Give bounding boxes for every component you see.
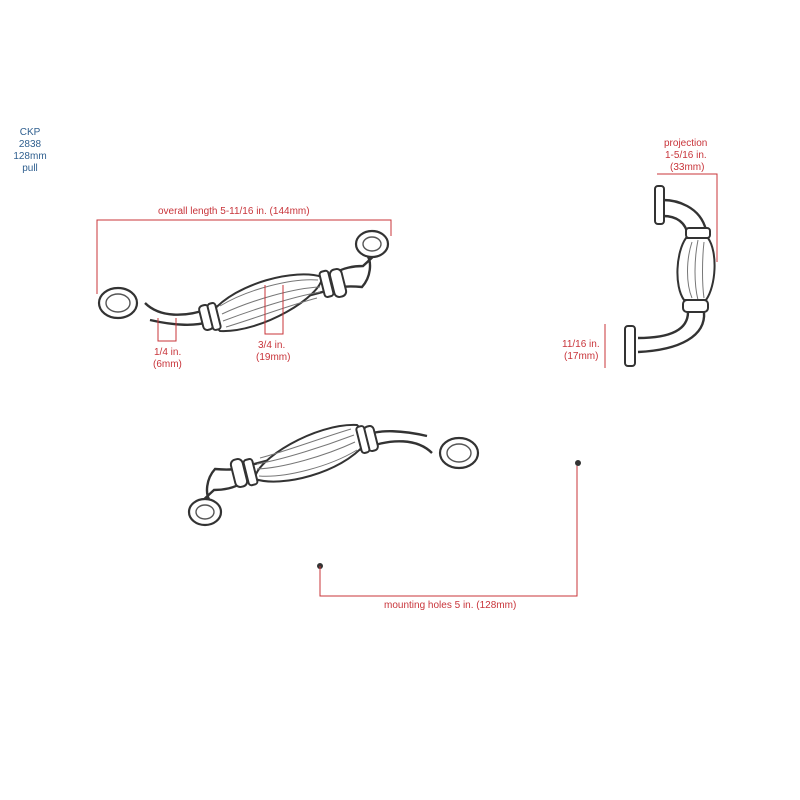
mounting-hole-right xyxy=(575,460,581,466)
base-inch-label: 11/16 in. xyxy=(562,339,600,350)
pull-top-view xyxy=(97,229,390,333)
pull-perspective-view xyxy=(187,423,480,527)
product-brand: CKP xyxy=(19,127,41,138)
three-quarter-mm-label: (19mm) xyxy=(256,352,291,363)
projection-inch-label: 1-5/16 in. xyxy=(665,150,707,161)
overall-length-label: overall length 5-11/16 in. (144mm) xyxy=(158,206,310,217)
three-quarter-inch-label: 3/4 in. xyxy=(258,340,286,351)
dimension-lines xyxy=(96,173,718,597)
product-model: 2838 xyxy=(18,139,42,150)
quarter-mm-label: (6mm) xyxy=(153,359,182,370)
product-type: pull xyxy=(22,163,38,174)
product-size: 128mm xyxy=(13,151,47,162)
product-id: CKP 2838 128mm pull xyxy=(8,127,52,175)
quarter-inch-label: 1/4 in. xyxy=(154,347,182,358)
projection-label: projection xyxy=(664,138,708,149)
pull-side-view xyxy=(624,185,716,367)
mounting-holes-label: mounting holes 5 in. (128mm) xyxy=(384,600,517,611)
projection-mm-label: (33mm) xyxy=(670,162,705,173)
base-mm-label: (17mm) xyxy=(564,351,599,362)
